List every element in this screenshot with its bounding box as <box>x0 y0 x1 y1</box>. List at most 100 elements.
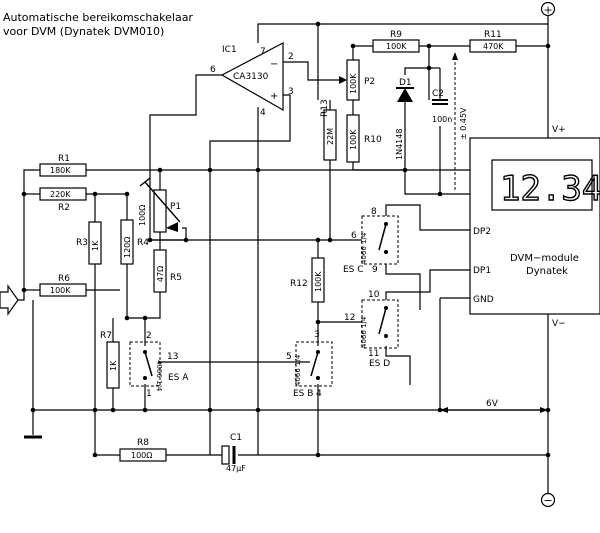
svg-text:12: 12 <box>344 313 355 323</box>
svg-text:100K: 100K <box>50 286 71 295</box>
resistor-r10: 100K R10 <box>346 114 382 163</box>
capacitor-c2: C2 100n <box>432 89 452 124</box>
svg-text:13: 13 <box>167 352 178 362</box>
potentiometer-p2: 100K P2 <box>339 59 375 101</box>
resistor-r2: 220K R2 <box>39 187 87 213</box>
plus-terminal: + <box>540 1 556 17</box>
module-vplus-label: V+ <box>552 125 566 135</box>
resistor-r3: 1K R3 <box>76 221 102 265</box>
svg-text:4: 4 <box>260 108 266 118</box>
svg-text:9: 9 <box>372 265 378 275</box>
svg-text:R10: R10 <box>364 135 382 145</box>
svg-text:R2: R2 <box>58 203 70 213</box>
svg-text:ES D: ES D <box>369 359 390 369</box>
diode-d1: D1 1N4148 <box>395 78 414 160</box>
svg-text:120Ω: 120Ω <box>123 237 132 258</box>
svg-text:R7: R7 <box>100 331 112 341</box>
switch-es-c: 8 6 9 4066 1/4 ES C <box>343 207 399 275</box>
lcd-display <box>491 159 593 211</box>
svg-text:4066 1/4: 4066 1/4 <box>294 354 302 386</box>
svg-text:C1: C1 <box>230 433 242 443</box>
svg-text:R1: R1 <box>58 154 70 164</box>
svg-text:4: 4 <box>316 389 322 399</box>
svg-text:6: 6 <box>210 65 216 75</box>
svg-text:R5: R5 <box>170 273 182 283</box>
svg-text:ES A: ES A <box>168 373 189 383</box>
resistor-r5: 47Ω R5 <box>153 249 182 293</box>
svg-text:IC1: IC1 <box>222 45 237 55</box>
svg-text:10: 10 <box>368 290 380 300</box>
switch-es-a: 2 13 1 4066 1/4 ES A <box>129 331 189 399</box>
svg-text:220K: 220K <box>50 190 71 199</box>
resistor-r12: 100K R12 <box>290 257 325 303</box>
svg-text:P2: P2 <box>364 77 375 87</box>
svg-text:7: 7 <box>260 47 266 57</box>
junction-dots <box>21 21 551 458</box>
dvm-module: 12.34 DVM−module Dynatek V+ V− DP2 DP1 G… <box>469 125 600 329</box>
svg-text:100K: 100K <box>349 73 358 94</box>
resistor-r6: 100K R6 <box>39 274 87 297</box>
module-vminus-label: V− <box>552 319 566 329</box>
svg-text:D1: D1 <box>399 78 412 88</box>
svg-text:100K: 100K <box>349 129 358 150</box>
svg-text:4066 1/4: 4066 1/4 <box>360 316 368 348</box>
svg-text:22M: 22M <box>326 128 335 145</box>
reference-voltage-label: ± 0.45V <box>459 107 468 140</box>
svg-text:R9: R9 <box>390 30 402 40</box>
svg-text:R3: R3 <box>76 238 88 248</box>
svg-text:R11: R11 <box>484 30 502 40</box>
supply-voltage-indicator: 6V <box>440 399 548 413</box>
module-name-line-2: Dynatek <box>526 266 568 277</box>
svg-text:47µF: 47µF <box>226 464 246 473</box>
svg-text:100K: 100K <box>386 42 407 51</box>
svg-text:5: 5 <box>286 352 292 362</box>
resistor-r11: 470K R11 <box>469 30 517 53</box>
module-dp1-label: DP1 <box>473 266 491 276</box>
resistor-r13: 22M R13 <box>320 99 337 161</box>
svg-text:−: − <box>544 494 553 507</box>
resistor-r8: 100Ω R8 <box>119 438 167 462</box>
module-gnd-label: GND <box>473 295 494 305</box>
ref-arrow-icon <box>452 52 458 60</box>
svg-text:2: 2 <box>288 52 294 62</box>
title-line-1: Automatische bereikomschakelaar <box>3 11 193 24</box>
svg-text:6V: 6V <box>486 399 499 409</box>
svg-text:100Ω: 100Ω <box>138 205 147 226</box>
potentiometer-p1: 100Ω P1 <box>138 177 181 233</box>
svg-text:1N4148: 1N4148 <box>395 129 404 160</box>
svg-text:11: 11 <box>368 349 379 359</box>
switch-es-d: 10 12 11 4066 1/4 ES D <box>344 290 399 369</box>
svg-text:+: + <box>270 91 278 102</box>
svg-text:P1: P1 <box>170 202 181 212</box>
svg-text:4066 1/4: 4066 1/4 <box>155 360 163 392</box>
svg-text:C2: C2 <box>432 89 444 99</box>
module-dp2-label: DP2 <box>473 227 491 237</box>
svg-text:−: − <box>270 59 278 70</box>
svg-text:R6: R6 <box>58 274 70 284</box>
svg-text:1K: 1K <box>109 360 118 371</box>
svg-text:1: 1 <box>146 389 152 399</box>
svg-text:R8: R8 <box>137 438 149 448</box>
svg-text:CA3130: CA3130 <box>233 72 269 82</box>
svg-text:3: 3 <box>314 330 320 340</box>
module-name-line-1: DVM−module <box>510 253 579 264</box>
svg-text:100Ω: 100Ω <box>131 451 152 460</box>
svg-text:ES C: ES C <box>343 265 364 275</box>
svg-text:100K: 100K <box>314 271 323 292</box>
svg-text:ES B: ES B <box>293 389 313 399</box>
resistor-r1: 180K R1 <box>39 154 87 177</box>
resistor-r4: 120Ω R4 <box>120 219 149 265</box>
resistor-r7: 1K R7 <box>100 331 120 389</box>
svg-text:1K: 1K <box>91 240 100 251</box>
svg-text:6: 6 <box>351 231 357 241</box>
switch-es-b: 3 5 4 4066 1/4 ES B <box>286 330 333 399</box>
svg-text:R4: R4 <box>137 238 149 248</box>
svg-text:47Ω: 47Ω <box>156 266 165 282</box>
svg-text:100n: 100n <box>432 115 452 124</box>
svg-text:2: 2 <box>146 331 152 341</box>
svg-text:R13: R13 <box>320 99 330 117</box>
svg-text:R12: R12 <box>290 279 308 289</box>
svg-text:470K: 470K <box>483 42 504 51</box>
minus-terminal: − <box>540 492 556 508</box>
